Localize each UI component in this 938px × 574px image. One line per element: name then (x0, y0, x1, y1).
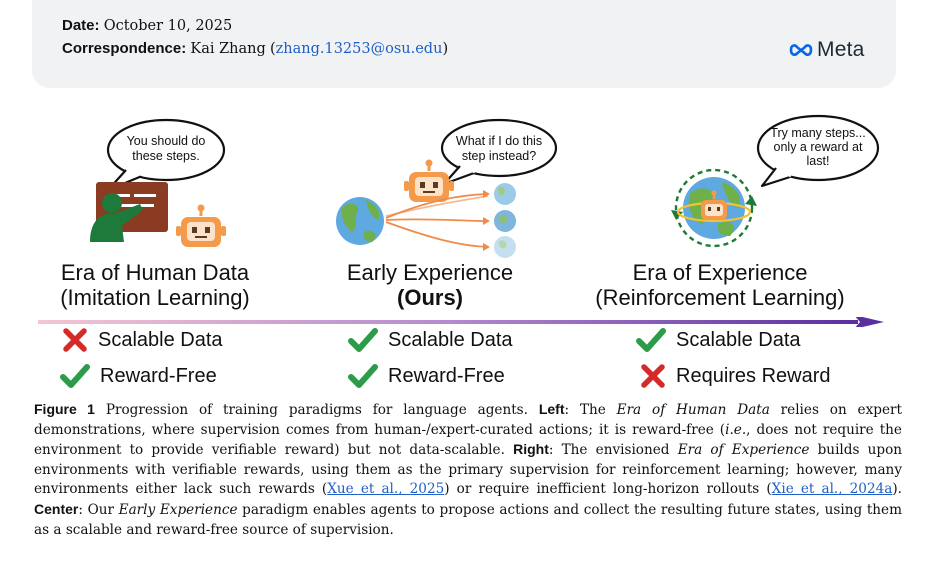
bubble-line: only a reward at (773, 140, 863, 154)
teacher-icon (90, 182, 168, 242)
robot-icon-early (404, 159, 454, 202)
caption-em: Era of Experience (677, 442, 810, 459)
bubble-line: last! (806, 154, 830, 168)
prop-human-scalable: Scalable Data (62, 327, 223, 353)
cross-icon (63, 328, 87, 352)
caption-text: : The envisioned (548, 442, 670, 459)
citation-link[interactable]: Xue et al., 2025 (327, 481, 445, 498)
caption-em: Era of Human Data (616, 402, 770, 418)
correspondence-line: Correspondence: Kai Zhang (zhang.13253@o… (62, 40, 449, 57)
prop-label: Scalable Data (98, 328, 223, 351)
date-value: October 10, 2025 (103, 18, 233, 34)
caption-text: builds upon environments with verifiable… (34, 442, 903, 498)
speech-bubble-experience (756, 114, 880, 188)
caption-text: ). (892, 481, 902, 498)
bubble-line: step instead? (461, 149, 537, 163)
bubble-line: Try many steps... (770, 126, 866, 140)
meta-logo-text: Meta (817, 38, 865, 61)
correspondence-label: Correspondence: (62, 40, 187, 57)
correspondence-email-link[interactable]: zhang.13253@osu.edu (275, 41, 443, 57)
prop-label: Requires Reward (676, 364, 831, 387)
meta-infinity-icon (789, 44, 813, 56)
caption-left-label: Left (538, 401, 565, 417)
globe-icon-current-state (336, 197, 384, 245)
caption-text: : Our (78, 501, 114, 518)
figure-caption: Figure 1 Progression of training paradig… (34, 400, 902, 540)
era-title-line1: Era of Experience (632, 260, 808, 285)
era-title-line2: (Reinforcement Learning) (595, 285, 845, 310)
bubble-text-early: What if I do this step instead? (443, 134, 555, 164)
speech-bubble-human (106, 118, 226, 192)
prop-label: Scalable Data (388, 328, 513, 351)
bubble-line: You should do (126, 134, 206, 148)
prop-early-scalable: Scalable Data (348, 327, 513, 353)
caption-text: relies on expert demonstrations, where s… (34, 402, 902, 438)
era-title-experience: Era of Experience (Reinforcement Learnin… (580, 260, 860, 310)
caption-text: Progression of training paradigms for la… (105, 402, 528, 418)
check-icon (348, 364, 378, 388)
figure-illustrations (90, 114, 880, 258)
header-panel (32, 0, 896, 88)
check-icon (60, 364, 90, 388)
prop-label: Reward-Free (100, 364, 217, 387)
prop-human-rewardfree: Reward-Free (60, 363, 217, 389)
caption-right-label: Right (513, 441, 549, 458)
caption-figure-label: Figure 1 (34, 401, 95, 417)
caption-text: : The (564, 402, 606, 418)
caption-center-label: Center (34, 500, 79, 517)
bubble-line: What if I do this (455, 134, 543, 148)
check-icon (348, 328, 378, 352)
cross-icon (641, 364, 665, 388)
correspondence-name: Kai Zhang (190, 41, 266, 57)
caption-text: ) or require inefficient long-horizon ro… (444, 481, 772, 498)
date-line: Date: October 10, 2025 (62, 17, 232, 34)
check-icon (636, 328, 666, 352)
prop-experience-scalable: Scalable Data (636, 327, 801, 353)
prop-label: Scalable Data (676, 328, 801, 351)
caption-text: paradigm enables agents to propose actio… (34, 501, 902, 538)
caption-em: i.e. (725, 421, 747, 438)
caption-text: , does not require the environment to pr… (34, 421, 902, 459)
era-title-early: Early Experience (Ours) (290, 260, 570, 310)
date-label: Date: (62, 17, 100, 34)
speech-bubble-early (440, 118, 558, 186)
era-title-line1: Early Experience (346, 260, 514, 285)
bubble-text-human: You should do these steps. (110, 134, 222, 164)
era-title-line1: Era of Human Data (60, 260, 250, 285)
prop-label: Reward-Free (388, 364, 505, 387)
bubble-text-experience: Try many steps... only a reward at last! (760, 126, 876, 168)
prop-experience-reward: Requires Reward (640, 363, 831, 389)
era-title-human: Era of Human Data (Imitation Learning) (15, 260, 295, 310)
prop-early-rewardfree: Reward-Free (348, 363, 505, 389)
era-title-line2: (Imitation Learning) (60, 285, 250, 310)
era-title-line2: (Ours) (397, 285, 463, 310)
branching-actions-arrows (385, 190, 490, 251)
globe-cycle-icon (671, 168, 757, 248)
bubble-line: these steps. (132, 149, 200, 163)
robot-icon-human-era (176, 204, 226, 247)
citation-link[interactable]: Xie et al., 2024a (771, 481, 893, 498)
globe-icon-future-states (494, 183, 516, 258)
meta-logo: Meta (788, 38, 865, 62)
caption-em: Early Experience (118, 501, 238, 518)
progression-arrow (38, 317, 884, 327)
